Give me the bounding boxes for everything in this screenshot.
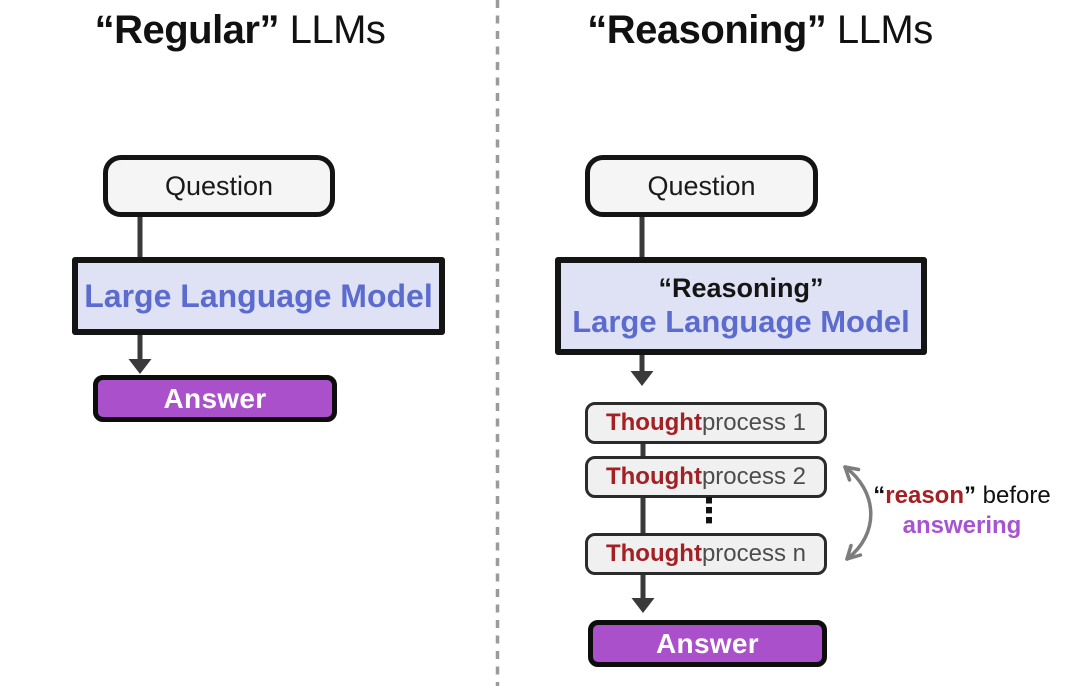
left-panel-title: “Regular” LLMs — [30, 8, 450, 53]
thought-2-rest: process 2 — [701, 463, 806, 490]
thought-process-1-node: Thought process 1 — [585, 402, 827, 444]
thought-process-2-node: Thought process 2 — [585, 456, 827, 498]
left-title-emphasis: “Regular” — [94, 8, 280, 52]
thought-process-n-node: Thought process n — [585, 533, 827, 575]
right-panel-title: “Reasoning” LLMs — [550, 8, 970, 53]
annotation-line1: “reason” before — [862, 481, 1062, 511]
thoughts-to-answer-arrow-icon — [631, 598, 655, 613]
left-down-arrow-icon — [128, 359, 152, 374]
right-question-label: Question — [647, 170, 756, 201]
vertical-ellipsis: ⋮ — [692, 492, 726, 530]
thought-2-emphasis: Thought — [605, 463, 702, 490]
left-answer-node: Answer — [93, 375, 337, 422]
annotation-close-quote: ” — [963, 482, 976, 509]
right-title-rest: LLMs — [826, 8, 933, 52]
right-question-node: Question — [585, 155, 818, 217]
right-down-arrow-icon — [630, 371, 654, 386]
right-answer-label: Answer — [656, 627, 759, 659]
annotation-line2: answering — [902, 512, 1022, 539]
thought-1-emphasis: Thought — [605, 409, 702, 436]
left-model-node: Large Language Model — [72, 257, 445, 335]
annotation-before-word: before — [975, 482, 1051, 509]
thought-n-rest: process n — [701, 540, 806, 567]
left-model-label: Large Language Model — [84, 277, 433, 314]
left-answer-label: Answer — [163, 382, 267, 414]
right-answer-node: Answer — [588, 620, 827, 667]
thought-n-emphasis: Thought — [605, 540, 702, 567]
left-question-node: Question — [103, 155, 335, 217]
right-model-line2: Large Language Model — [572, 303, 910, 339]
annotation-reason-word: reason — [885, 482, 964, 509]
left-question-label: Question — [164, 170, 274, 201]
annotation-open-quote: “ — [873, 482, 886, 509]
right-model-line1: “Reasoning” — [658, 272, 824, 303]
left-title-rest: LLMs — [279, 8, 386, 52]
thought-1-rest: process 1 — [701, 409, 806, 436]
right-model-node: “Reasoning” Large Language Model — [555, 257, 927, 355]
right-title-emphasis: “Reasoning” — [587, 8, 827, 52]
reason-before-answering-annotation: “reason” before answering — [862, 481, 1062, 541]
